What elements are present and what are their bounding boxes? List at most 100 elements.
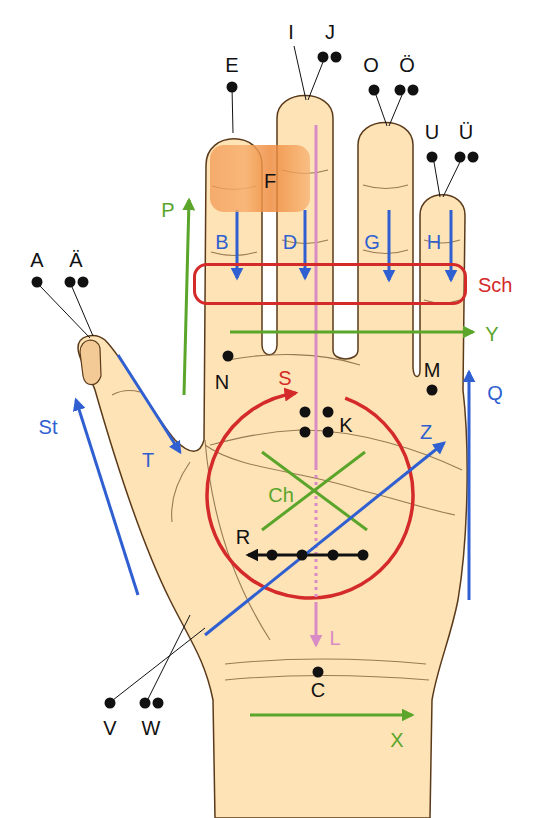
touch-zone: F [210, 145, 310, 212]
palm-crease [172, 462, 190, 522]
letter-label: M [424, 360, 441, 380]
touch-dot [455, 152, 466, 163]
leader-line [232, 87, 233, 133]
touch-dot [395, 85, 406, 96]
letter-label: Q [487, 383, 503, 403]
letter-label: N [215, 372, 229, 392]
touch-dot [328, 550, 339, 561]
letter-label: C [311, 680, 325, 700]
touch-dot [78, 277, 89, 288]
touch-dot [369, 85, 380, 96]
letter-label: K [339, 415, 352, 435]
touch-dot [468, 152, 479, 163]
letter-label: R [236, 527, 250, 547]
touch-dot [323, 427, 334, 438]
touch-dot [227, 82, 238, 93]
touch-dot [297, 550, 308, 561]
letter-label: Y [485, 324, 498, 344]
touch-dot [65, 277, 76, 288]
leader-line [376, 95, 387, 126]
leader-line [434, 162, 440, 197]
line-arrow [236, 210, 239, 278]
palm-crease [228, 355, 360, 365]
touch-dot [153, 698, 164, 709]
stroke-arrows [76, 210, 469, 635]
letter-label: F [264, 171, 276, 191]
touch-dot [300, 427, 311, 438]
leader-line [443, 162, 460, 197]
leader-line [72, 287, 93, 336]
hand-outline [78, 96, 467, 818]
touch-dot [267, 550, 278, 561]
leader-line [308, 62, 323, 100]
leader-line [148, 615, 190, 699]
touch-dots [32, 52, 479, 709]
letter-label: Z [420, 422, 432, 442]
letter-label: W [142, 718, 161, 738]
letter-label: D [283, 232, 297, 252]
circle-arrow [207, 393, 413, 598]
letter-label: X [390, 730, 403, 750]
letter-label: Ü [459, 122, 473, 142]
line-arrow [468, 372, 471, 600]
line-arrow [388, 210, 391, 280]
letter-label: A [30, 250, 43, 270]
line-arrow [315, 602, 318, 645]
leader-line [113, 628, 205, 700]
leader-line [294, 46, 306, 100]
letter-label: H [427, 232, 441, 252]
leader-lines [40, 46, 460, 700]
finger-crease [363, 185, 408, 189]
letter-label: T [142, 450, 154, 470]
line-arrow [450, 210, 453, 280]
letter-label: Ch [268, 485, 294, 505]
letter-label: P [161, 200, 174, 220]
line-arrow [250, 714, 412, 717]
letter-label: St [39, 417, 58, 437]
letter-label: E [225, 55, 238, 75]
letter-label: U [425, 122, 439, 142]
line-arrow [230, 331, 473, 334]
line-arrow [315, 125, 318, 470]
wrist-crease [225, 659, 426, 664]
letter-label: V [103, 718, 116, 738]
line-arrow [76, 400, 138, 595]
letter-label: I [288, 22, 294, 42]
touch-dot [427, 152, 438, 163]
touch-dot [408, 85, 419, 96]
letter-label: Ö [399, 55, 415, 75]
line-arrow [184, 200, 189, 395]
line-arrow [118, 355, 180, 452]
touch-dot [223, 351, 234, 362]
touch-dot [358, 550, 369, 561]
letter-label: J [325, 22, 335, 42]
touch-dot [323, 407, 334, 418]
stroke-arrows [184, 200, 473, 715]
skin-creases [112, 170, 462, 680]
touch-dot [318, 52, 329, 63]
touch-dot [300, 407, 311, 418]
touch-band: Sch [193, 263, 467, 305]
touch-dot [331, 52, 342, 63]
letter-label: S [278, 368, 291, 388]
letter-label: Sch [478, 275, 512, 295]
letter-label: O [363, 55, 379, 75]
touch-dot [140, 698, 151, 709]
thumb-crease [112, 391, 140, 395]
letter-label: G [364, 232, 380, 252]
line-arrow [205, 443, 444, 635]
leader-line [389, 95, 402, 126]
touch-dot [427, 385, 438, 396]
touch-dot [313, 667, 324, 678]
letter-label: B [215, 232, 228, 252]
wrist-crease [225, 676, 429, 681]
finger-crease [211, 252, 257, 256]
letter-label: Ä [69, 250, 82, 270]
thumb-nail [80, 340, 101, 385]
line-arrow [304, 210, 307, 278]
touch-dot [105, 698, 116, 709]
touch-dot [32, 277, 43, 288]
letter-label: L [329, 628, 340, 648]
